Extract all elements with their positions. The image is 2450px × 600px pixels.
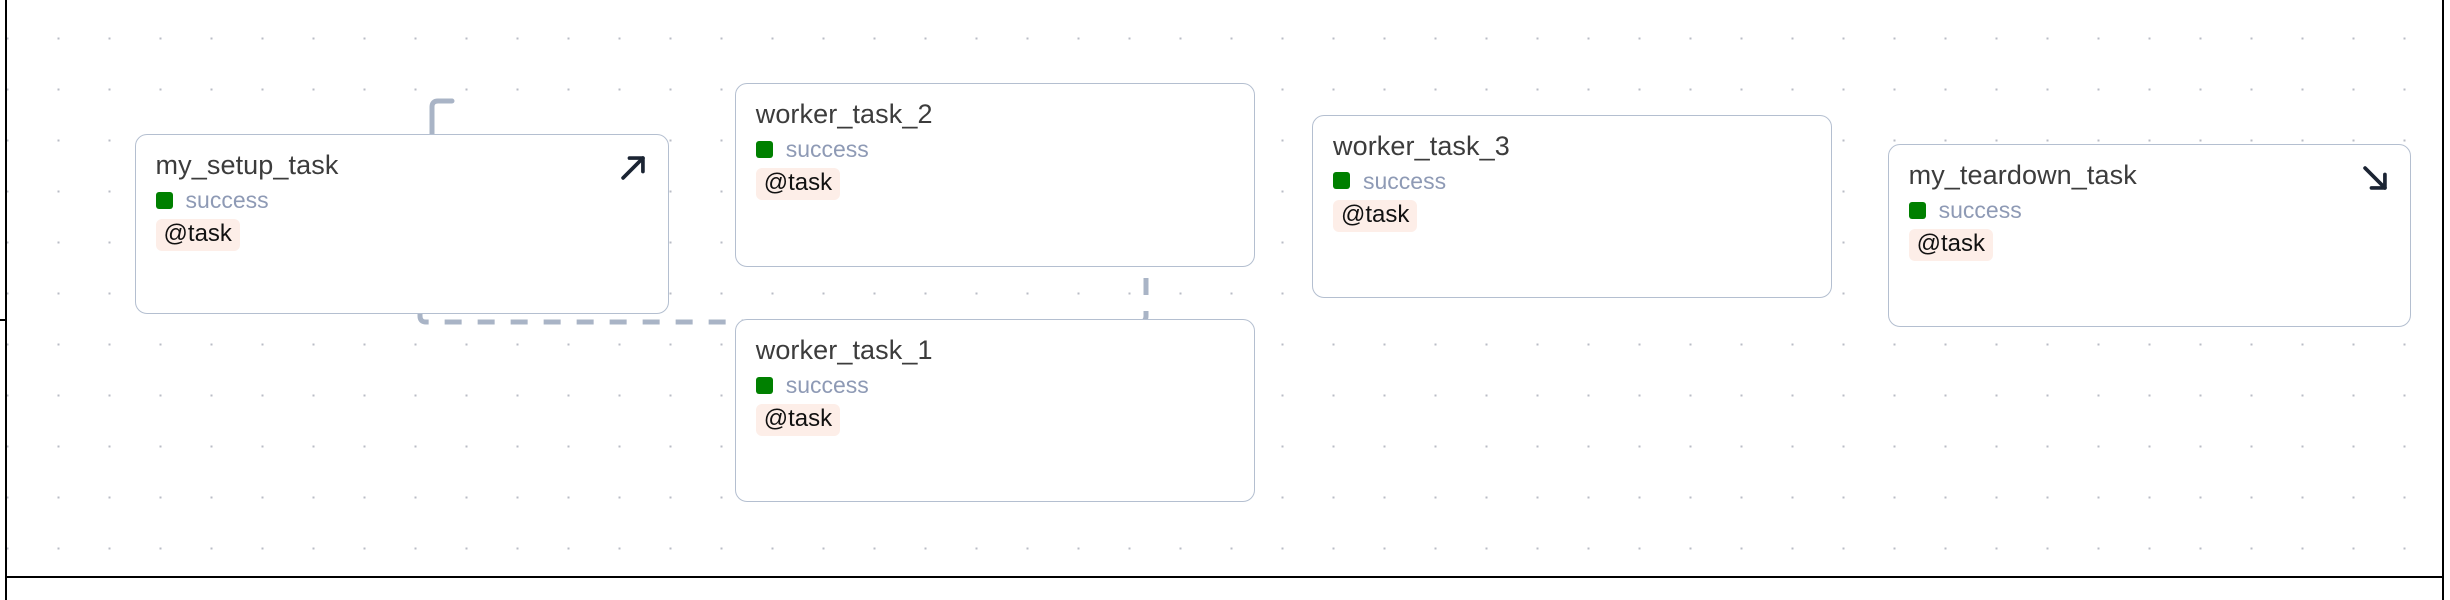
status-success-swatch [755,376,773,394]
node-status-label: success [785,136,869,163]
node-status-label: success [1362,167,1447,194]
node-decorator-badge: @task [755,168,841,201]
arrow-up-right-icon [616,151,650,185]
graph-canvas[interactable]: my_setup_task success @task worker_task_… [7,0,2442,576]
node-status-label: success [1938,197,2022,223]
node-status-row: success [1908,197,2390,223]
status-success-swatch [755,140,773,158]
node-title: worker_task_3 [1332,130,1510,161]
node-worker-task-1[interactable]: worker_task_1 success @task [734,319,1255,503]
node-title: my_teardown_task [1908,160,2137,190]
arrow-down-right-icon [2358,161,2392,195]
status-success-swatch [155,191,173,209]
node-status-label: success [785,372,869,399]
node-status-row: success [755,136,1234,163]
node-status-label: success [185,187,269,214]
node-decorator-badge: @task [1908,229,1993,261]
frame-bottom-border [5,576,2443,578]
node-my-setup-task[interactable]: my_setup_task success @task [134,134,670,315]
node-my-teardown-task[interactable]: my_teardown_task success @task [1887,144,2411,328]
frame-left-border [5,0,7,600]
node-worker-task-3[interactable]: worker_task_3 success @task [1311,114,1833,298]
node-status-row: success [755,372,1234,399]
frame-right-border [2442,0,2444,600]
node-worker-task-2[interactable]: worker_task_2 success @task [734,83,1255,267]
node-title: my_setup_task [155,150,339,181]
node-decorator-badge: @task [1332,199,1418,232]
node-title: worker_task_2 [755,99,933,130]
node-decorator-badge: @task [155,219,240,252]
node-decorator-badge: @task [755,404,841,437]
node-status-row: success [155,187,649,214]
node-status-row: success [1332,167,1811,194]
status-success-swatch [1332,172,1350,190]
status-success-swatch [1908,201,1926,219]
node-title: worker_task_1 [755,335,933,366]
